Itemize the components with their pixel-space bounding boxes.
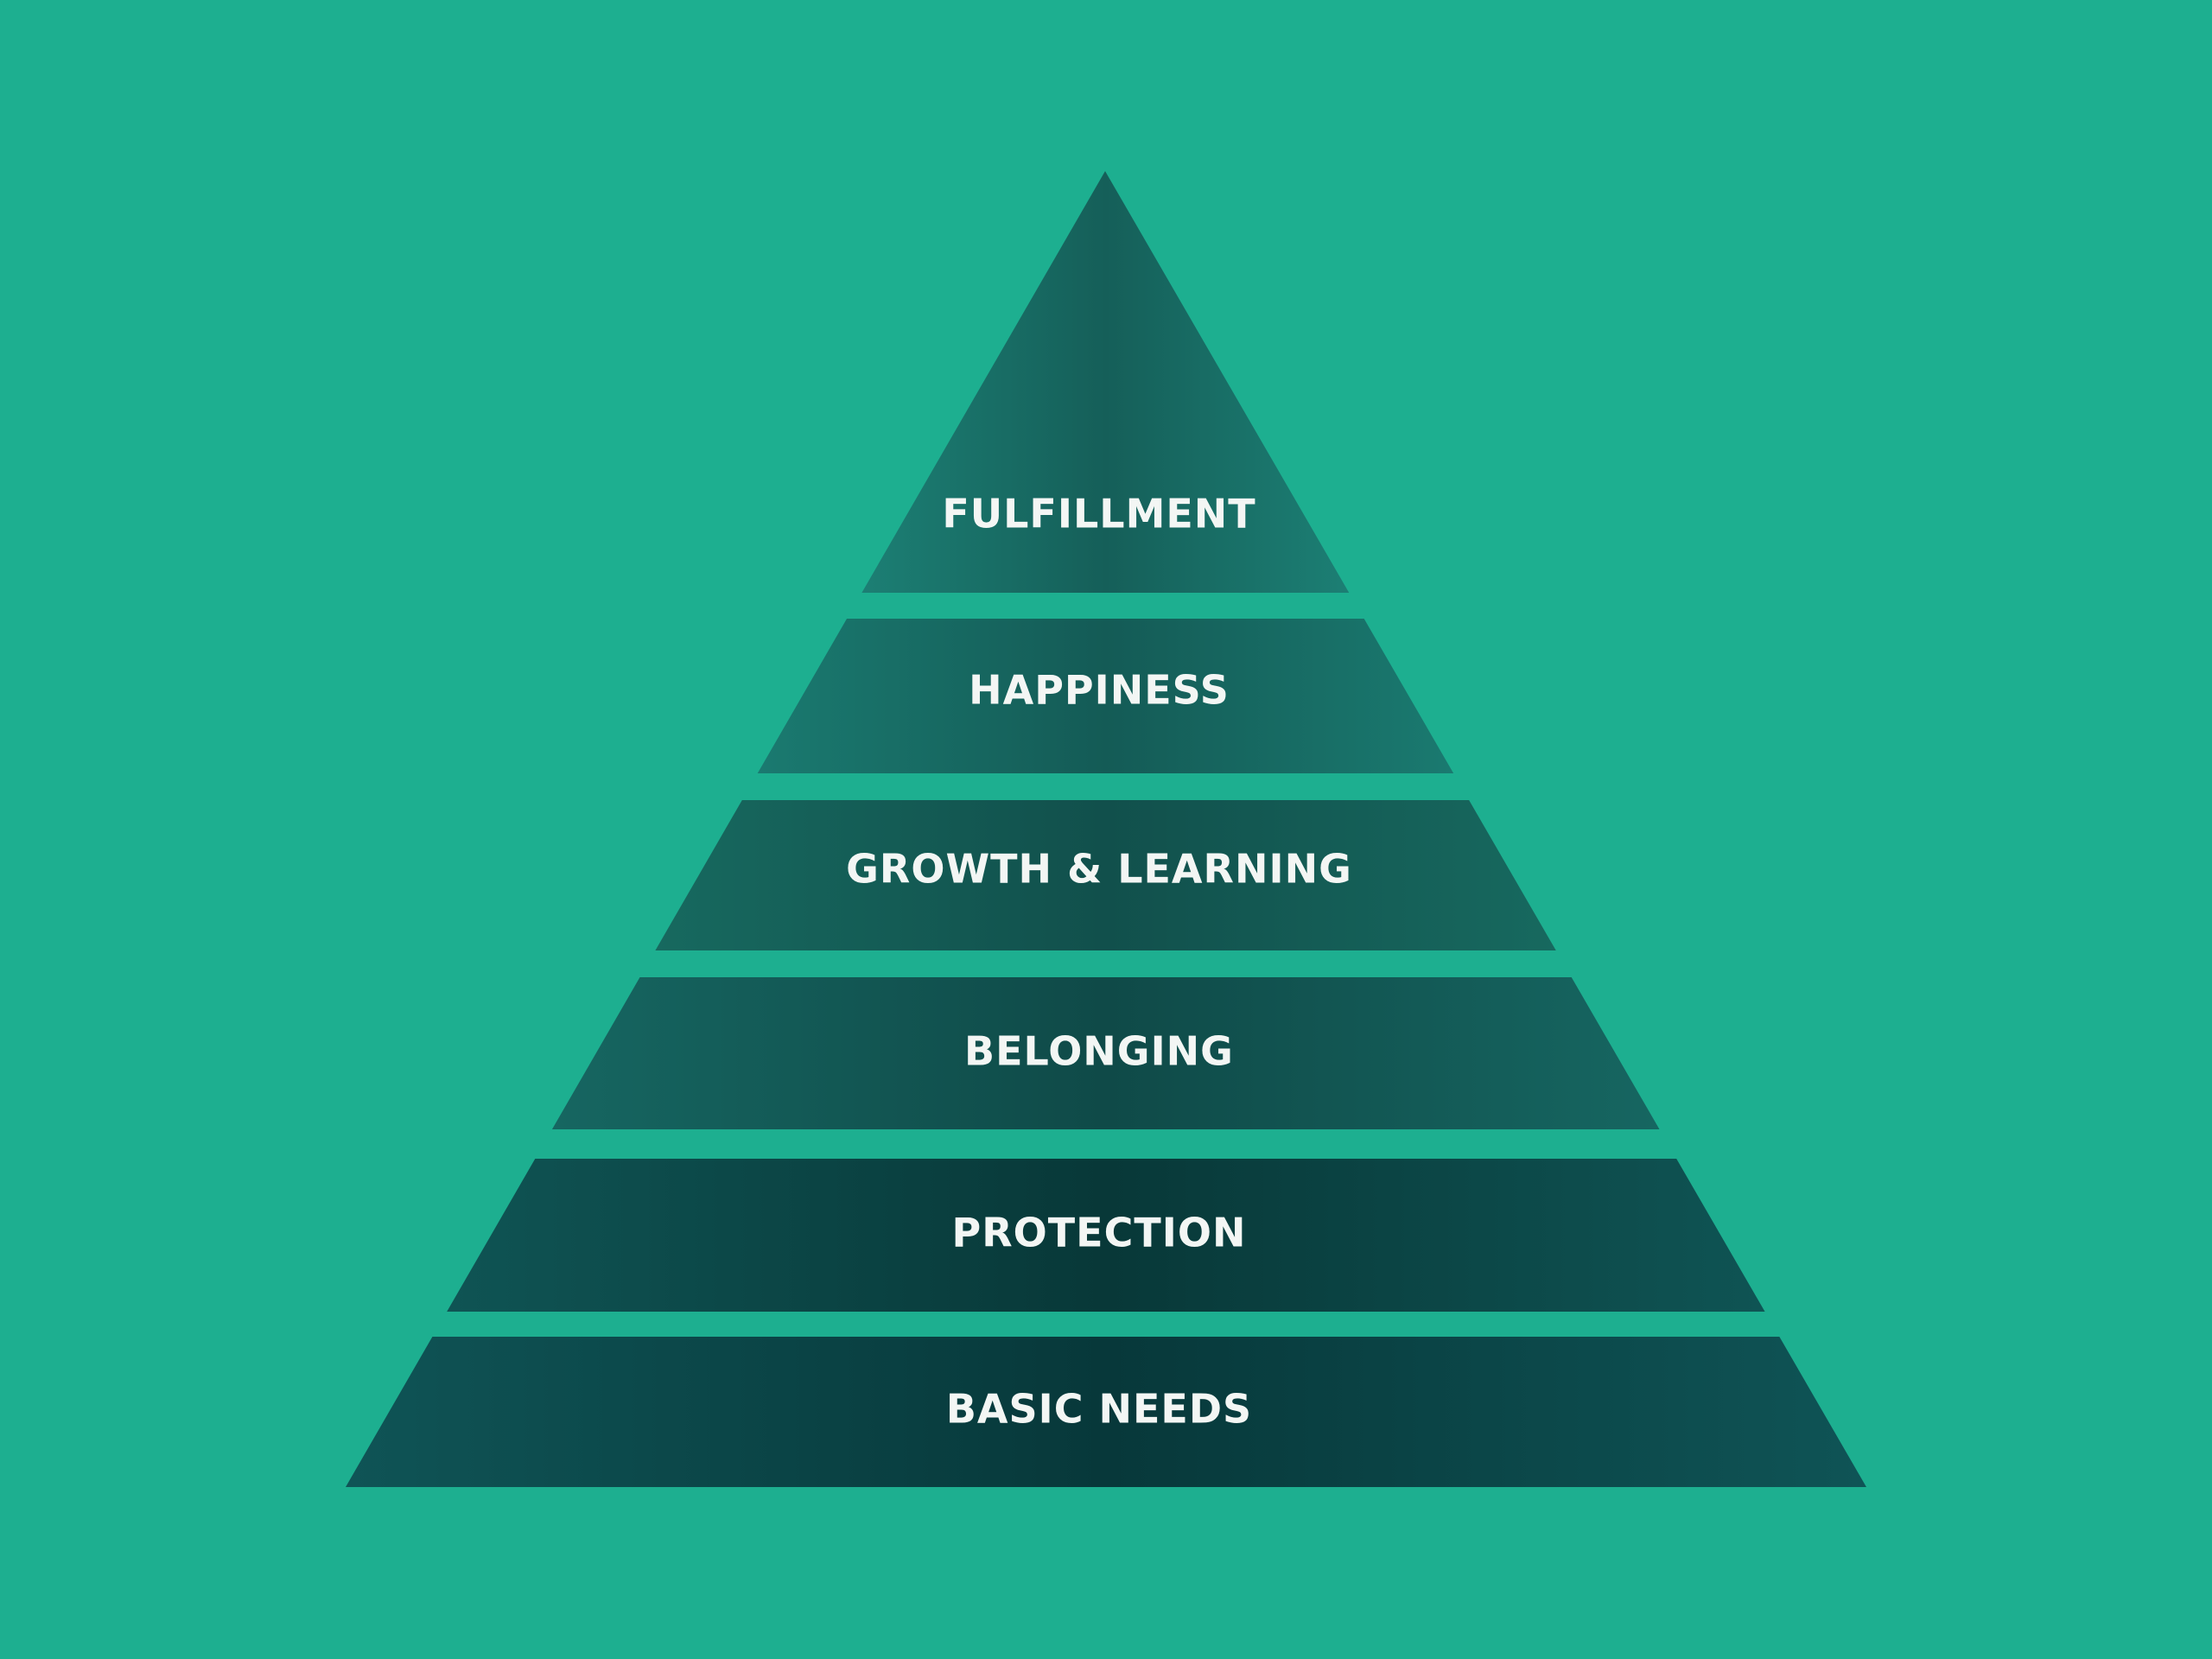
pyramid-tiers: FULFILLMENT HAPPINESS GROWTH & LEARNING BEL… xyxy=(346,171,1866,1487)
pyramid-tier: HAPPINESS xyxy=(757,619,1454,773)
pyramid-tier-label: HAPPINESS xyxy=(969,667,1230,714)
pyramid-tier-label: BELONGING xyxy=(964,1028,1234,1075)
pyramid-tier: FULFILLMENT xyxy=(861,171,1350,593)
pyramid-tier-label: FULFILLMENT xyxy=(942,491,1255,537)
pyramid-tier-label: BASIC NEEDS xyxy=(946,1386,1252,1433)
pyramid-tier: BELONGING xyxy=(551,977,1660,1129)
pyramid-tier: GROWTH & LEARNING xyxy=(655,800,1556,950)
pyramid-tier-shape xyxy=(551,977,1660,1129)
pyramid-tier-label: GROWTH & LEARNING xyxy=(846,846,1352,893)
pyramid-tier-shape xyxy=(346,1337,1866,1487)
pyramid-tier-shape xyxy=(757,619,1454,773)
pyramid-tier: BASIC NEEDS xyxy=(346,1337,1866,1487)
pyramid-tier-shape xyxy=(655,800,1556,950)
pyramid-tier: PROTECTION xyxy=(447,1159,1765,1312)
pyramid-tier-shape xyxy=(447,1159,1765,1312)
pyramid-tier-label: PROTECTION xyxy=(952,1210,1247,1256)
pyramid-tier-shape xyxy=(861,171,1350,593)
